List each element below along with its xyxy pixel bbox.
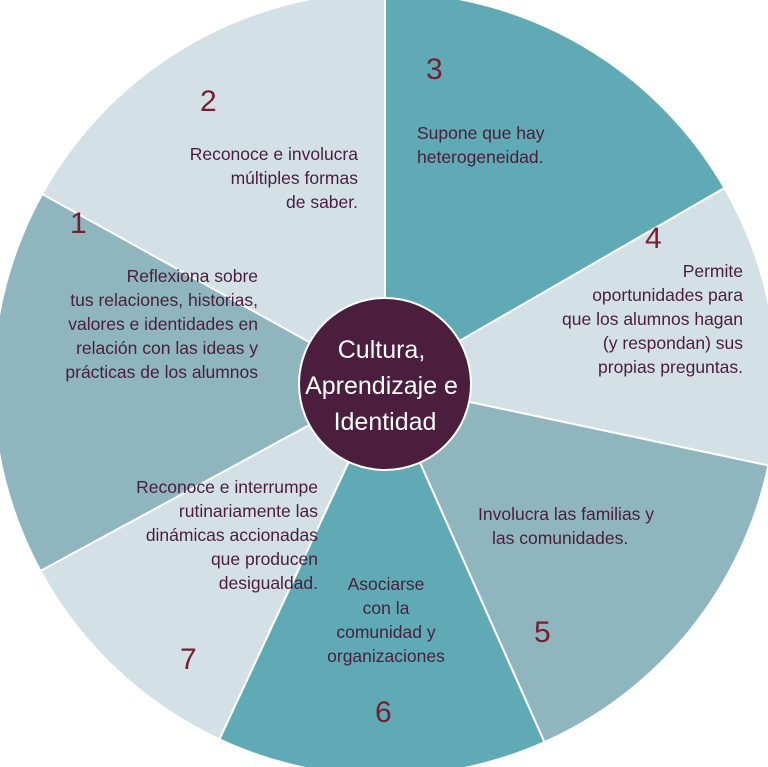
wheel-sector-2 [40, 0, 386, 386]
segment-6-line-1: Asociarse [347, 574, 425, 594]
segment-7-label: Reconoce e interrumpe rutinariamente las… [136, 475, 318, 595]
segment-7-number: 7 [180, 643, 197, 676]
segment-1-label: Reflexiona sobre tus relaciones, histori… [65, 264, 258, 384]
segment-4-line-5: propias preguntas. [598, 357, 743, 377]
segment-1-number: 1 [70, 207, 87, 240]
segment-5-number: 5 [534, 616, 551, 649]
segment-2-line-3: de saber. [286, 192, 358, 212]
segment-3-label: Supone que hay heterogeneidad. [417, 121, 544, 169]
segment-4-line-3: que los alumnos hagan [562, 309, 743, 329]
segment-6-number: 6 [375, 696, 392, 729]
segment-4-number: 4 [645, 222, 662, 255]
wheel-sector-5 [383, 382, 768, 744]
segment-3-number: 3 [426, 53, 443, 86]
segment-1-line-3: valores e identidades en [68, 314, 258, 334]
segment-2-number: 2 [200, 85, 217, 118]
wheel-sector-3 [384, 0, 726, 386]
segment-1-line-4: relación con las ideas y [76, 338, 258, 358]
segment-1-line-5: prácticas de los alumnos [65, 362, 258, 382]
segment-7-line-1: Reconoce e interrumpe [136, 477, 318, 497]
wheel-sector-7 [39, 381, 388, 741]
segment-7-line-5: desigualdad. [218, 573, 318, 593]
wheel-sector-4 [382, 186, 768, 467]
segment-1-line-2: tus relaciones, historias, [70, 290, 258, 310]
wheel-sector-6 [218, 381, 546, 767]
segment-2-line-1: Reconoce e involucra [189, 144, 358, 164]
center-title-line-1: Cultura, [338, 336, 426, 364]
segment-6-line-3: comunidad y [336, 622, 436, 642]
center-title-line-2: Aprendizaje e [305, 372, 458, 400]
segment-5-label: Involucra las familias y las comunidades… [478, 502, 654, 550]
segment-5-line-2: las comunidades. [492, 528, 629, 548]
segment-2-line-2: múltiples formas [230, 168, 358, 188]
segment-4-label: Permite oportunidades para que los alumn… [562, 259, 743, 379]
segment-7-line-3: dinámicas accionadas [145, 525, 318, 545]
segment-6-line-4: organizaciones [327, 646, 445, 666]
segment-5-line-1: Involucra las familias y [478, 504, 655, 524]
wheel-sector-1 [0, 192, 388, 573]
segment-4-line-2: oportunidades para [592, 285, 743, 305]
segment-6-line-2: con la [362, 598, 410, 618]
center-title: Cultura, Aprendizaje e Identidad [305, 336, 465, 436]
segment-4-line-1: Permite [682, 261, 743, 281]
center-title-line-3: Identidad [334, 408, 437, 436]
segment-3-line-1: Supone que hay [417, 123, 545, 143]
segment-1-line-1: Reflexiona sobre [126, 266, 258, 286]
segment-7-line-2: rutinariamente las [178, 501, 318, 521]
center-hub [298, 297, 472, 471]
segment-2-label: Reconoce e involucra múltiples formas de… [190, 142, 358, 214]
segment-4-line-4: (y respondan) sus [602, 333, 743, 353]
segment-3-line-2: heterogeneidad. [417, 147, 544, 167]
segment-7-line-4: que producen [210, 549, 318, 569]
segment-6-label: Asociarse con la comunidad y organizacio… [286, 572, 486, 668]
